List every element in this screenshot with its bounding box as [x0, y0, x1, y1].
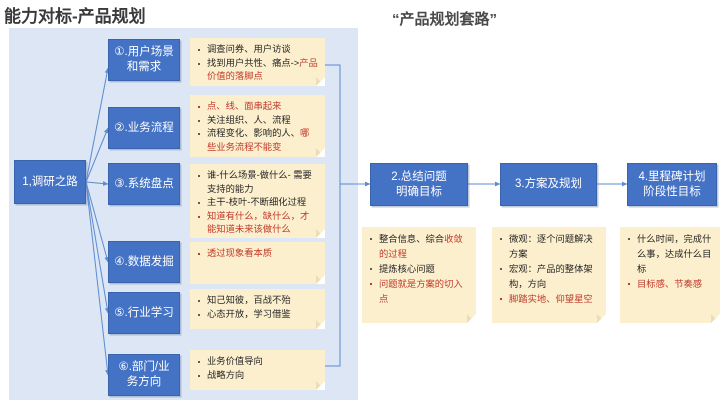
note-bullet-list: 业务价值导向战略方向: [197, 355, 318, 382]
node-root-label: 1,调研之路: [22, 175, 78, 188]
node-branch-6[interactable]: ⑥.部门/业务方向: [108, 354, 180, 396]
note-bullet-list: 谁-什么场景-做什么- 需要支持的能力主干-枝叶-不断细化过程知道有什么，缺什么…: [197, 169, 318, 237]
node-branch-2-label: ②.业务流程: [114, 121, 174, 134]
node-branch-2[interactable]: ②.业务流程: [108, 107, 180, 149]
note-stage-3: 微观：逐个问题解决方案宏观：产品的整体架构，方向脚踏实地、仰望星空: [492, 227, 606, 323]
note-bullet: 主干-枝叶-不断细化过程: [197, 196, 318, 210]
note-bullet: 脚踏实地、仰望星空: [499, 292, 599, 307]
note-bullet: 心态开放，学习借鉴: [197, 308, 318, 322]
note-bullet: 提炼核心问题: [369, 262, 469, 277]
node-branch-1-label: ①.用户场景和需求: [114, 46, 174, 73]
note-bullet: 点、线、面串起来: [197, 100, 318, 114]
note-bullet: 业务价值导向: [197, 355, 318, 369]
node-branch-6-label: ⑥.部门/业务方向: [118, 361, 170, 388]
note-bullet: 微观：逐个问题解决方案: [499, 232, 599, 262]
note-bullet: 调查问券、用户访谈: [197, 43, 318, 57]
note-bullet: 整合信息、综合收敛的过程: [369, 232, 469, 262]
note-bullet-list: 整合信息、综合收敛的过程提炼核心问题问题就是方案的切入点: [369, 232, 469, 307]
section-title: “产品规划套路”: [392, 11, 498, 28]
node-branch-3-label: ③.系统盘点: [114, 177, 174, 190]
note-branch-4: 透过现象看本质: [190, 242, 325, 284]
note-bullet-list: 知己知彼，百战不殆心态开放，学习借鉴: [197, 294, 318, 321]
note-bullet: 流程变化、影响的人、哪些业务流程不能变: [197, 127, 318, 154]
node-branch-4[interactable]: ④.数据发掘: [108, 241, 180, 283]
page-title: 能力对标-产品规划: [4, 7, 146, 26]
node-stage-3[interactable]: 3.方案及规划: [500, 163, 597, 206]
node-branch-5-label: ⑤.行业学习: [114, 306, 174, 319]
node-branch-3[interactable]: ③.系统盘点: [108, 163, 180, 205]
note-bullet-list: 什么时间，完成什么事，达成什么目标目标感、节奏感: [627, 232, 713, 292]
node-stage-2-label: 2.总结问题明确目标: [391, 170, 447, 198]
note-bullet-list: 调查问券、用户访谈找到用户共性、痛点->产品价值的落脚点: [197, 43, 318, 84]
note-bullet: 宏观：产品的整体架构，方向: [499, 262, 599, 292]
node-root[interactable]: 1,调研之路: [14, 160, 86, 204]
note-branch-3: 谁-什么场景-做什么- 需要支持的能力主干-枝叶-不断细化过程知道有什么，缺什么…: [190, 164, 325, 238]
note-bullet: 目标感、节奏感: [627, 277, 713, 292]
note-bullet: 什么时间，完成什么事，达成什么目标: [627, 232, 713, 277]
note-bullet: 透过现象看本质: [197, 247, 318, 261]
note-bullet-list: 透过现象看本质: [197, 247, 318, 261]
node-stage-2[interactable]: 2.总结问题明确目标: [370, 163, 468, 206]
node-branch-4-label: ④.数据发掘: [114, 255, 174, 268]
node-stage-4[interactable]: 4.里程碑计划阶段性目标: [627, 163, 717, 206]
node-stage-4-label: 4.里程碑计划阶段性目标: [638, 170, 706, 198]
note-branch-2: 点、线、面串起来关注组织、人、流程流程变化、影响的人、哪些业务流程不能变: [190, 95, 325, 157]
note-stage-2: 整合信息、综合收敛的过程提炼核心问题问题就是方案的切入点: [362, 227, 476, 323]
note-bullet: 战略方向: [197, 369, 318, 383]
note-bullet: 知己知彼，百战不殆: [197, 294, 318, 308]
note-branch-6: 业务价值导向战略方向: [190, 350, 325, 390]
note-bullet-list: 点、线、面串起来关注组织、人、流程流程变化、影响的人、哪些业务流程不能变: [197, 100, 318, 154]
note-stage-4: 什么时间，完成什么事，达成什么目标目标感、节奏感: [620, 227, 720, 323]
note-bullet: 谁-什么场景-做什么- 需要支持的能力: [197, 169, 318, 196]
note-bullet: 关注组织、人、流程: [197, 114, 318, 128]
note-bullet: 找到用户共性、痛点->产品价值的落脚点: [197, 57, 318, 84]
note-bullet: 知道有什么，缺什么，才能知道未来该做什么: [197, 210, 318, 237]
node-branch-1[interactable]: ①.用户场景和需求: [108, 39, 180, 81]
note-bullet-list: 微观：逐个问题解决方案宏观：产品的整体架构，方向脚踏实地、仰望星空: [499, 232, 599, 307]
node-stage-3-label: 3.方案及规划: [514, 178, 583, 190]
note-branch-1: 调查问券、用户访谈找到用户共性、痛点->产品价值的落脚点: [190, 38, 325, 86]
note-branch-5: 知己知彼，百战不殆心态开放，学习借鉴: [190, 289, 325, 329]
node-branch-5[interactable]: ⑤.行业学习: [108, 292, 180, 334]
note-bullet: 问题就是方案的切入点: [369, 277, 469, 307]
